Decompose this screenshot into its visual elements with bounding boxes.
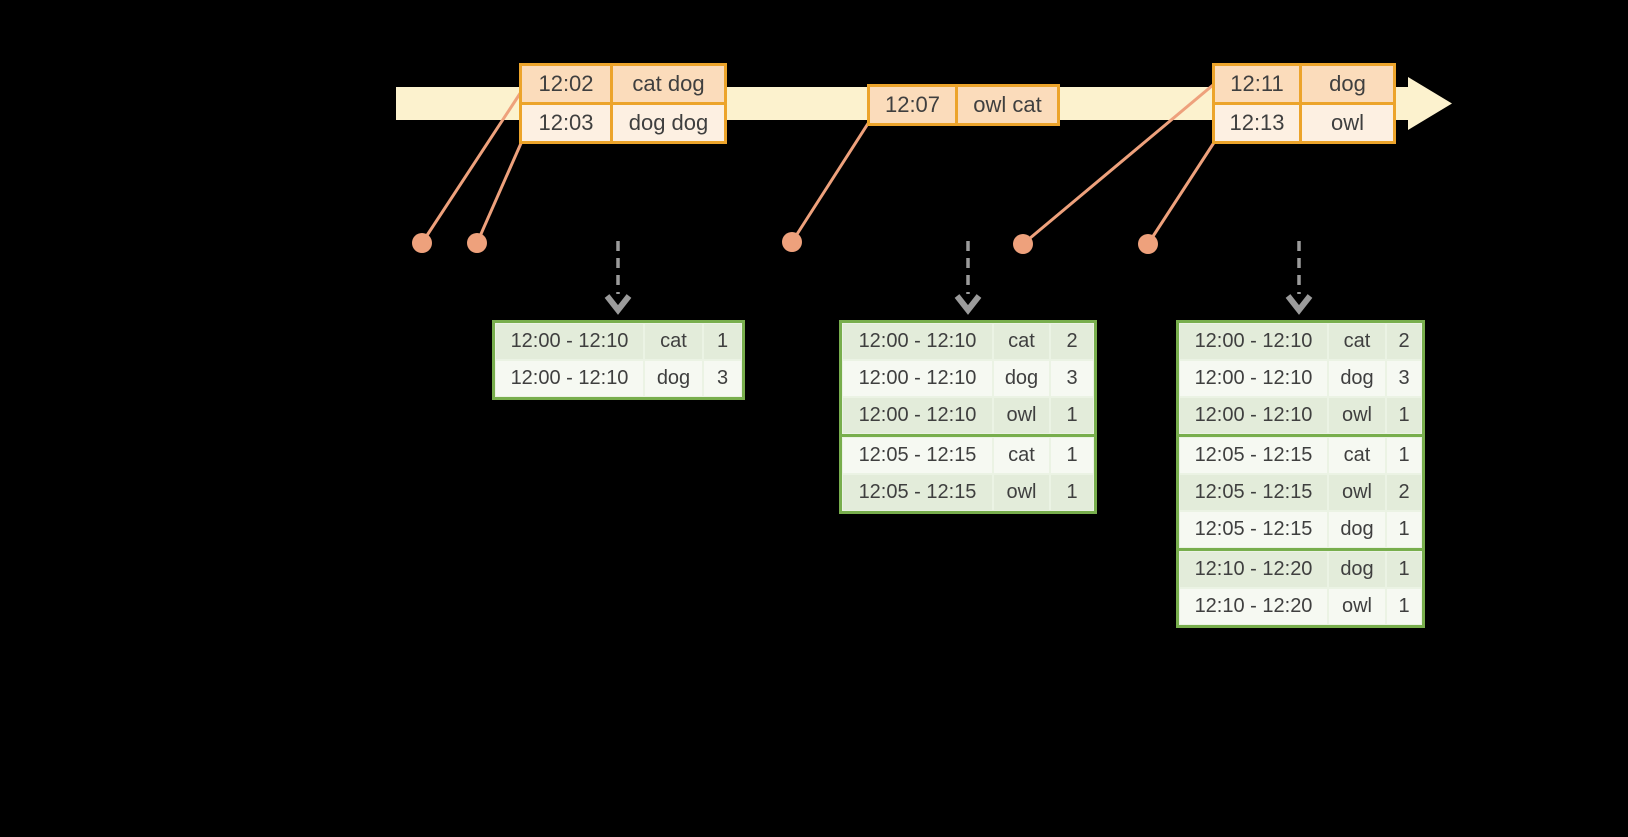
word-cell: cat (1329, 324, 1385, 359)
event-dot (1013, 234, 1033, 254)
time-cell: 12:07 (870, 87, 955, 123)
window-cell: 12:00 - 12:10 (1180, 398, 1327, 433)
event-connector-line (1146, 140, 1217, 245)
count-cell: 1 (1387, 512, 1421, 547)
event-dot (782, 232, 802, 252)
window-cell: 12:00 - 12:10 (1180, 361, 1327, 396)
words-cell: dog dog (613, 105, 724, 141)
words-cell: owl (1302, 105, 1393, 141)
time-cell: 12:11 (1215, 66, 1299, 102)
word-cell: cat (1329, 438, 1385, 473)
window-cell: 12:05 - 12:15 (1180, 438, 1327, 473)
words-cell: dog (1302, 66, 1393, 102)
word-cell: owl (1329, 589, 1385, 624)
event-connector-line (790, 121, 871, 243)
count-cell: 2 (1051, 324, 1093, 359)
count-cell: 1 (1051, 438, 1093, 473)
word-cell: cat (994, 324, 1049, 359)
word-cell: dog (994, 361, 1049, 396)
word-cell: owl (994, 475, 1049, 510)
count-cell: 1 (1387, 552, 1421, 587)
event-dot (412, 233, 432, 253)
word-cell: cat (645, 324, 702, 359)
time-cell: 12:13 (1215, 105, 1299, 141)
word-cell: dog (1329, 552, 1385, 587)
window-cell: 12:05 - 12:15 (1180, 512, 1327, 547)
word-cell: owl (994, 398, 1049, 433)
window-cell: 12:05 - 12:15 (1180, 475, 1327, 510)
window-cell: 12:00 - 12:10 (1180, 324, 1327, 359)
window-cell: 12:00 - 12:10 (843, 324, 992, 359)
event-dot (467, 233, 487, 253)
event-dot (1138, 234, 1158, 254)
window-cell: 12:10 - 12:20 (1180, 552, 1327, 587)
words-cell: owl cat (958, 87, 1057, 123)
word-cell: dog (1329, 361, 1385, 396)
window-cell: 12:10 - 12:20 (1180, 589, 1327, 624)
trigger-arrowhead-icon (954, 294, 982, 315)
count-cell: 1 (1051, 398, 1093, 433)
event-connector-line (475, 140, 524, 244)
time-cell: 12:03 (522, 105, 610, 141)
word-cell: cat (994, 438, 1049, 473)
event-connector-line (1022, 83, 1214, 246)
word-cell: owl (1329, 475, 1385, 510)
window-cell: 12:00 - 12:10 (843, 398, 992, 433)
trigger-arrowhead-icon (604, 294, 632, 315)
count-cell: 1 (704, 324, 741, 359)
count-cell: 2 (1387, 324, 1421, 359)
word-cell: dog (645, 361, 702, 396)
window-cell: 12:05 - 12:15 (843, 475, 992, 510)
count-cell: 2 (1387, 475, 1421, 510)
count-cell: 1 (1051, 475, 1093, 510)
word-cell: owl (1329, 398, 1385, 433)
window-cell: 12:00 - 12:10 (843, 361, 992, 396)
trigger-arrowhead-icon (1285, 294, 1313, 315)
timeline-arrowhead-icon (1408, 77, 1452, 130)
count-cell: 1 (1387, 438, 1421, 473)
words-cell: cat dog (613, 66, 724, 102)
time-cell: 12:02 (522, 66, 610, 102)
word-cell: dog (1329, 512, 1385, 547)
window-cell: 12:05 - 12:15 (843, 438, 992, 473)
count-cell: 1 (1387, 398, 1421, 433)
event-connector-line (420, 91, 523, 244)
count-cell: 3 (1051, 361, 1093, 396)
count-cell: 3 (704, 361, 741, 396)
count-cell: 3 (1387, 361, 1421, 396)
count-cell: 1 (1387, 589, 1421, 624)
window-cell: 12:00 - 12:10 (496, 324, 643, 359)
window-cell: 12:00 - 12:10 (496, 361, 643, 396)
